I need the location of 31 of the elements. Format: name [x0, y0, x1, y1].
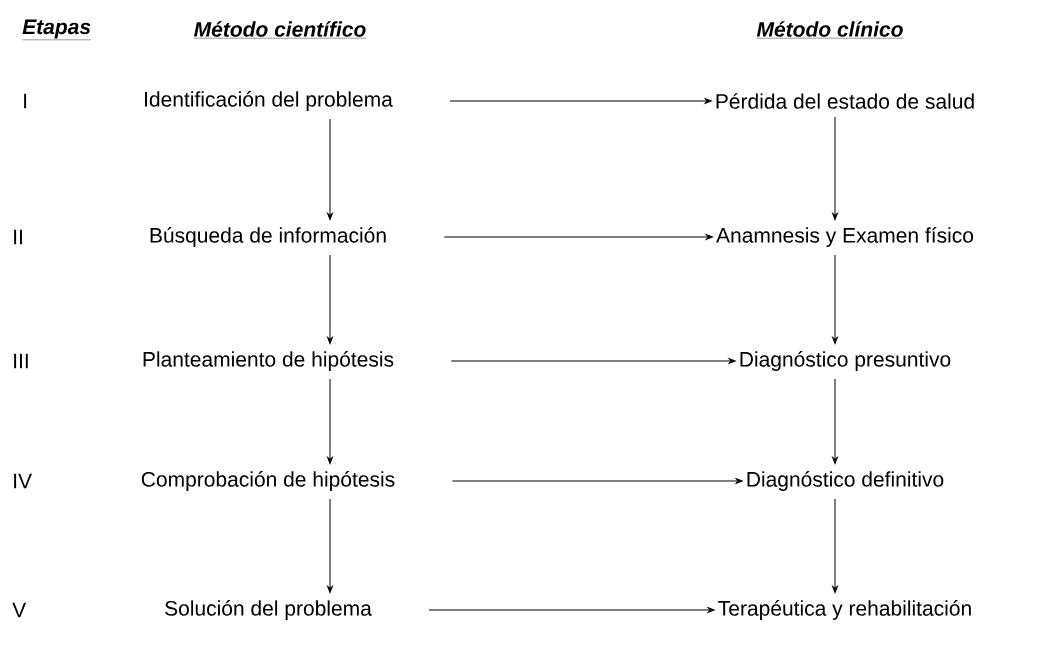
step-text: Diagnóstico presuntivo: [740, 351, 951, 371]
arrow: [832, 498, 838, 593]
arrow: [449, 98, 712, 104]
arrow: [832, 116, 838, 220]
arrow: [327, 118, 333, 220]
arrow: [327, 378, 333, 464]
stage-number: V: [12, 602, 27, 618]
step-text: Comprobación de hipótesis: [141, 471, 395, 491]
arrow: [327, 498, 333, 593]
arrow: [428, 607, 715, 613]
stage-number: II: [14, 229, 22, 245]
stage-number: I: [24, 93, 27, 109]
step-text: Planteamiento de hipótesis: [143, 351, 394, 371]
arrow: [451, 478, 743, 484]
arrow: [450, 358, 736, 364]
arrow: [832, 254, 838, 344]
column-heading: Etapas: [22, 19, 92, 40]
step-text: Solución del problema: [165, 600, 372, 620]
arrow: [443, 234, 713, 240]
step-text: Identificación del problema: [145, 91, 393, 111]
step-text: Pérdida del estado de salud: [716, 93, 974, 109]
stage-number: III: [14, 353, 28, 369]
step-text: Anamnesis y Examen físico: [716, 227, 974, 247]
step-text: Búsqueda de información: [150, 227, 386, 247]
arrow: [832, 378, 838, 464]
step-text: Terapéutica y rehabilitación: [718, 600, 971, 620]
stage-number: IV: [14, 473, 32, 489]
column-heading: Método científico: [193, 21, 367, 39]
arrow: [327, 254, 333, 344]
step-text: Diagnóstico definitivo: [747, 471, 944, 491]
column-heading: Método clínico: [756, 21, 904, 39]
